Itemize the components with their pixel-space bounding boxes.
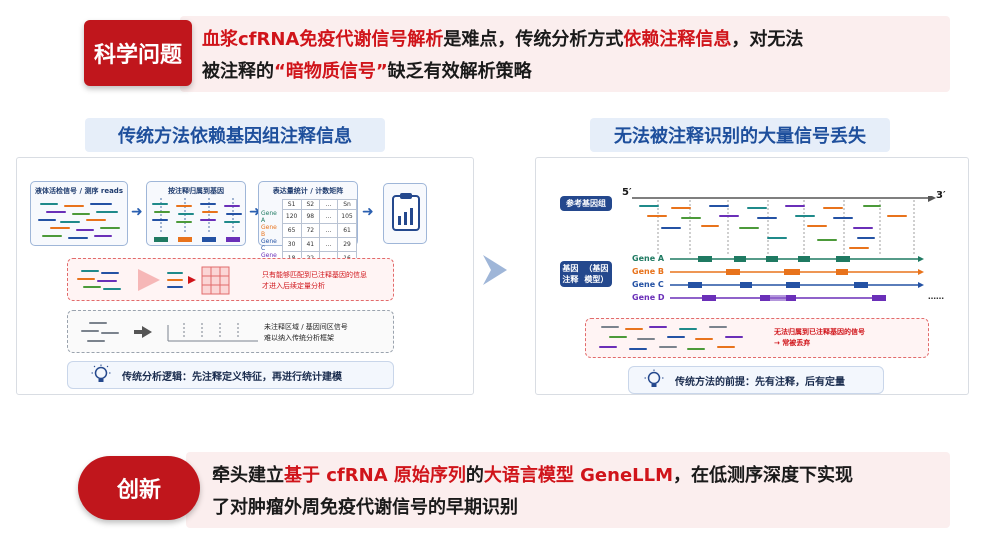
problem-highlight-3: “暗物质信号” xyxy=(274,61,388,82)
matrix-gene: Gene C xyxy=(261,237,277,252)
annotated-only-line2: 才进入后续定量分析 xyxy=(262,282,325,290)
matrix-cell: 41 xyxy=(300,237,320,252)
matrix-col: … xyxy=(318,199,339,210)
matrix-cell: 105 xyxy=(337,209,357,224)
problem-highlight-2: 依赖注释信息 xyxy=(623,29,732,50)
arrow-right-icon-3: ➜ xyxy=(362,204,374,220)
problem-text-1: 是难点，传统分析方式 xyxy=(443,29,624,50)
lost-signal-text: 无法归属到已注释基因的信号 → 常被丢弃 xyxy=(774,327,924,349)
reads-illustration xyxy=(38,203,120,239)
gene-models xyxy=(670,256,924,301)
lost-signal-line1: 无法归属到已注释基因的信号 xyxy=(774,328,865,336)
gene-c-label: Gene C xyxy=(632,280,664,289)
gene-b-label: Gene B xyxy=(632,267,664,276)
unannotated-line2: 难以纳入传统分析框架 xyxy=(264,334,334,342)
step-reads-box: 液体活检信号 / 测序 reads xyxy=(30,181,128,246)
matrix-corner xyxy=(261,200,282,210)
count-matrix-header: S1 S2 … Sn xyxy=(261,199,357,210)
lightbulb-icon xyxy=(644,369,664,387)
annotated-only-line1: 只有能够匹配到已注释基因的信息 xyxy=(262,271,367,279)
premise-bar: 传统方法的前提：先有注释，后有定量 xyxy=(628,366,884,394)
reference-genome-reads xyxy=(632,196,936,254)
matrix-gene: Gene A xyxy=(261,209,277,224)
gene-annotation-tag: 基因注释 （基因模型） xyxy=(560,261,612,287)
traditional-logic-bar: 传统分析逻辑：先注释定义特征，再进行统计建模 xyxy=(67,361,394,389)
matrix-cell: 120 xyxy=(281,209,302,224)
innovation-box xyxy=(186,452,950,528)
gene-a-label: Gene A xyxy=(632,254,665,263)
innovation-tag: 创新 xyxy=(78,456,200,520)
problem-statement: 血浆cfRNA免疫代谢信号解析是难点，传统分析方式依赖注释信息，对无法 被注释的… xyxy=(202,24,942,88)
problem-highlight-1: 血浆cfRNA免疫代谢信号解析 xyxy=(202,29,444,50)
gene-d-label: Gene D xyxy=(632,293,665,302)
matrix-cell: … xyxy=(318,237,339,252)
matrix-cell: 30 xyxy=(281,237,302,252)
lightbulb-icon xyxy=(91,364,111,382)
matrix-cell: 29 xyxy=(337,237,357,252)
unannotated-illustration xyxy=(81,322,258,342)
gene-annotation-line1: 基因注释 xyxy=(562,264,579,284)
problem-box xyxy=(180,16,950,92)
matrix-col: S1 xyxy=(281,199,302,210)
problem-tag: 科学问题 xyxy=(84,20,192,86)
lost-reads-illustration xyxy=(599,326,743,350)
arrow-right-icon-2: ➜ xyxy=(249,204,261,220)
problem-text-2: ，对无法 xyxy=(731,29,804,50)
step-assign-label: 按注释归属到基因 xyxy=(168,187,224,195)
step-matrix-label: 表达量统计 / 计数矩阵 xyxy=(272,187,344,195)
premise-text: 传统方法的前提：先有注释，后有定量 xyxy=(675,376,845,388)
innov-text-3: ，在低测序深度下实现 xyxy=(673,465,854,486)
matrix-gene: Gene B xyxy=(261,223,277,238)
matrix-cell: … xyxy=(318,223,339,238)
innov-text-4: 了对肿瘤外周免疫代谢信号的早期识别 xyxy=(212,497,518,518)
filter-illustration xyxy=(77,266,230,295)
matrix-cell: … xyxy=(318,209,339,224)
unannotated-text: 未注释区域 / 基因间区信号 难以纳入传统分析框架 xyxy=(264,322,394,344)
innov-text-2: 的 xyxy=(465,465,484,486)
problem-text-4: 缺乏有效解析策略 xyxy=(387,61,532,82)
arrow-right-icon: ➜ xyxy=(131,204,143,220)
assign-illustration xyxy=(152,198,242,242)
innov-text-1: 牵头建立 xyxy=(212,465,284,486)
problem-text-3: 被注释的 xyxy=(202,61,274,82)
five-prime-label: 5′ xyxy=(622,187,632,198)
gene-ellipsis: …… xyxy=(928,292,944,301)
reference-genome-tag: 参考基因组 xyxy=(560,196,612,211)
unannotated-line1: 未注释区域 / 基因间区信号 xyxy=(264,323,348,331)
gene-annotation-line2: （基因模型） xyxy=(584,264,609,284)
left-panel-title: 传统方法依赖基因组注释信息 xyxy=(85,118,385,152)
traditional-logic-text: 传统分析逻辑：先注释定义特征，再进行统计建模 xyxy=(122,371,342,383)
innov-highlight-1: 基于 cfRNA 原始序列 xyxy=(284,465,466,486)
right-panel-title: 无法被注释识别的大量信号丢失 xyxy=(590,118,890,152)
three-prime-label: 3′ xyxy=(936,190,946,201)
annotated-only-note: 只有能够匹配到已注释基因的信息 才进入后续定量分析 xyxy=(67,258,394,301)
annotated-only-text: 只有能够匹配到已注释基因的信息 才进入后续定量分析 xyxy=(262,270,394,292)
matrix-cell: 72 xyxy=(300,223,320,238)
innovation-statement: 牵头建立基于 cfRNA 原始序列的大语言模型 GeneLLM，在低测序深度下实… xyxy=(212,460,942,524)
unannotated-note: 未注释区域 / 基因间区信号 难以纳入传统分析框架 xyxy=(67,310,394,353)
problem-banner: 科学问题 xyxy=(84,12,950,96)
chevron-right-icon xyxy=(483,255,507,285)
matrix-col: S2 xyxy=(300,199,320,210)
lost-signal-note: 无法归属到已注释基因的信号 → 常被丢弃 xyxy=(585,318,929,358)
step-assign-box: 按注释归属到基因 xyxy=(146,181,246,246)
report-box xyxy=(383,183,427,244)
clipboard-chart-icon xyxy=(392,193,420,231)
matrix-col: Sn xyxy=(337,199,357,210)
innov-highlight-2: 大语言模型 GeneLLM xyxy=(483,465,674,486)
matrix-cell: 98 xyxy=(300,209,320,224)
matrix-cell: 65 xyxy=(281,223,302,238)
lost-signal-line2: → 常被丢弃 xyxy=(774,339,811,347)
matrix-cell: 61 xyxy=(337,223,357,238)
step-reads-label: 液体活检信号 / 测序 reads xyxy=(35,187,123,195)
